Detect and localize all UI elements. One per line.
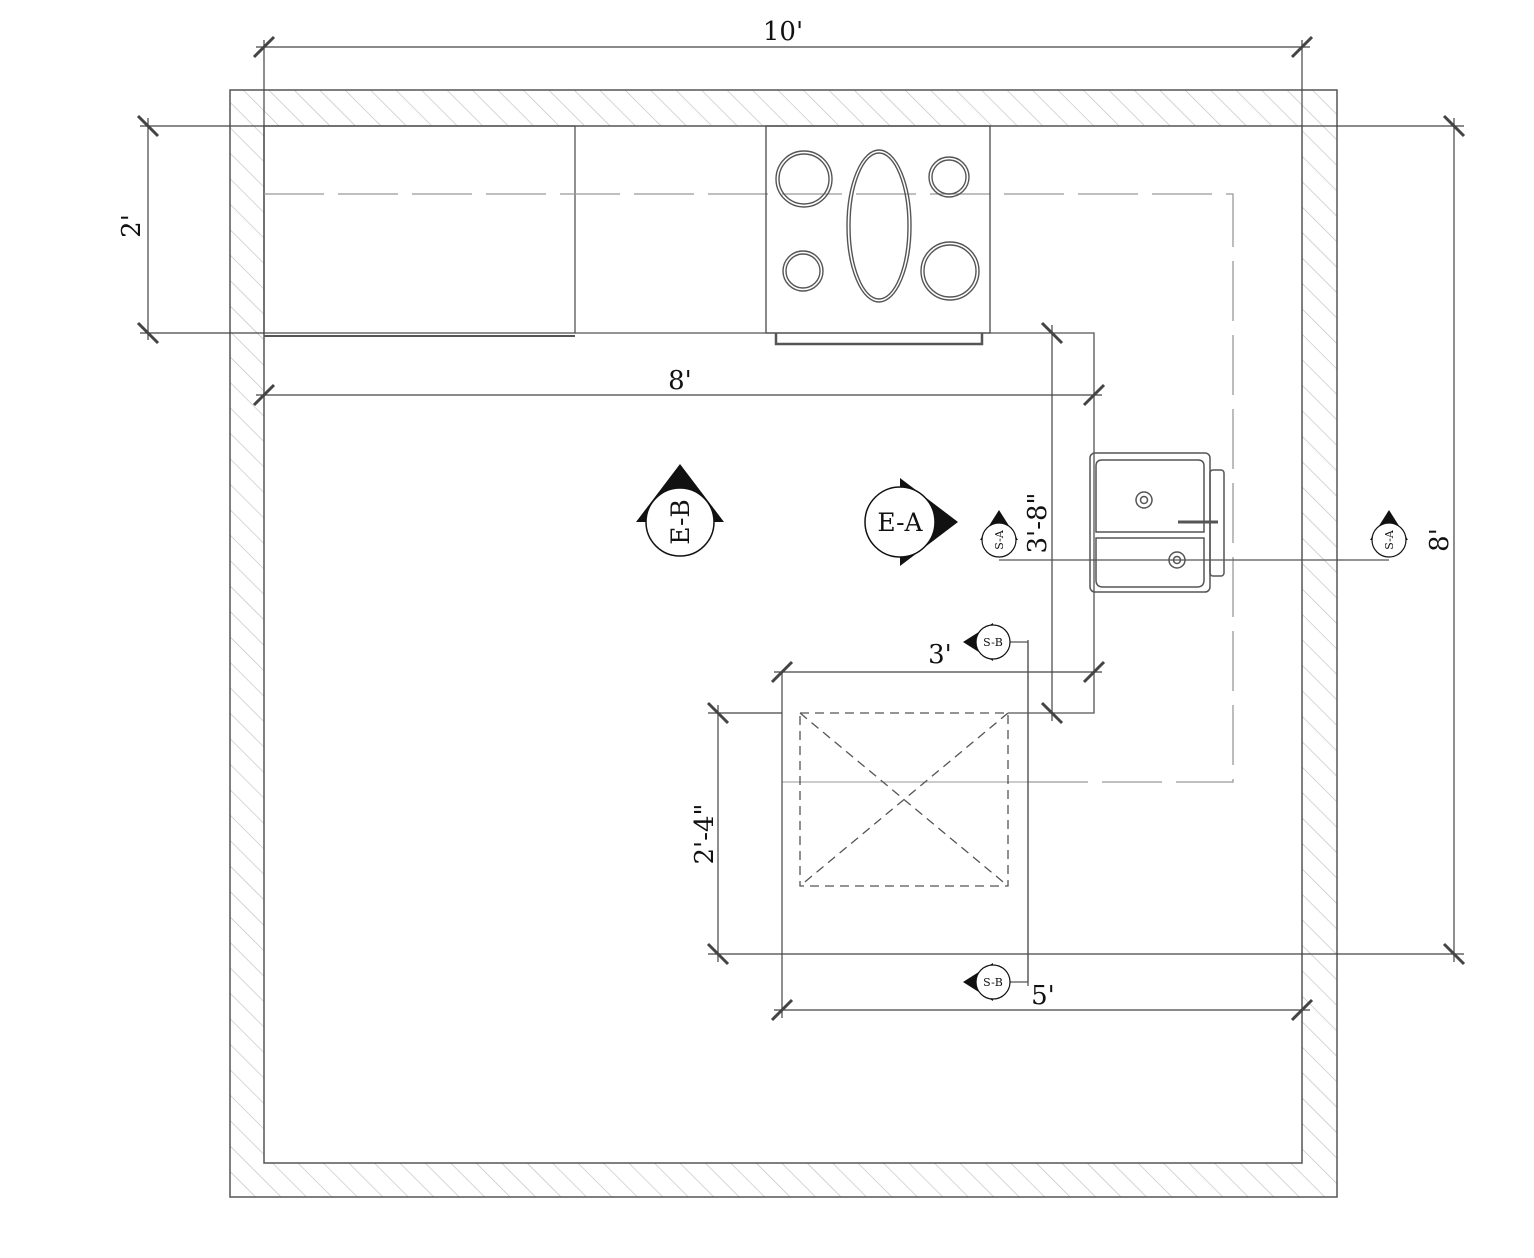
burner-icon [782, 250, 824, 292]
drain-icon [1135, 491, 1153, 509]
tick [1082, 660, 1106, 684]
tick [252, 383, 276, 407]
tag-circle [864, 486, 936, 558]
sink-basin-bottom [1095, 537, 1205, 588]
island-top-dashed [799, 712, 1009, 887]
tick [1442, 114, 1466, 138]
tick [706, 701, 730, 725]
tick [136, 321, 160, 345]
tick [1040, 321, 1064, 345]
wall-hatch [230, 90, 1337, 1197]
tick [706, 942, 730, 966]
section-tag-a-left: S-A [980, 510, 1018, 558]
stove-body [765, 125, 991, 334]
tag-circle [975, 624, 1011, 660]
burner-icon [775, 150, 833, 208]
tag-label-s-b: S-B [983, 636, 1003, 649]
tag-circle [981, 522, 1017, 558]
dim-label-counter-length: 8' [668, 366, 692, 396]
dim-label-right-height: 8' [1425, 528, 1455, 552]
section-tag-b-bottom: S-B [963, 963, 1011, 1001]
counter-cabinet [263, 125, 576, 334]
tick [1290, 35, 1314, 59]
stove [765, 125, 991, 346]
drain-icon [1139, 495, 1149, 505]
dim-label-island-depth: 2'-4" [690, 804, 720, 865]
dimension-lines [136, 35, 1466, 1022]
tick [770, 998, 794, 1022]
griddle-burner-icon [846, 149, 912, 303]
tick [1040, 701, 1064, 725]
dim-label-island-width: 3' [928, 640, 952, 670]
sink [1089, 452, 1225, 593]
tick [1442, 942, 1466, 966]
tag-circle [975, 964, 1011, 1000]
island-cross [799, 712, 1009, 887]
tag-label-s-a: S-A [993, 529, 1006, 550]
elevation-tag-a: E-A [864, 478, 958, 566]
burner-icon [920, 241, 980, 301]
tick [1290, 998, 1314, 1022]
upper-cabinet-dashed [264, 193, 1234, 783]
stove-handle [774, 333, 984, 346]
elevation-tag-b: E-B [636, 464, 724, 557]
section-tag-b-top: S-B [963, 623, 1011, 661]
tag-label-s-b: S-B [983, 976, 1003, 989]
section-tag-a-right: S-A [1370, 510, 1408, 558]
tag-circle [1371, 522, 1407, 558]
tick [136, 114, 160, 138]
dim-label-top-width: 10' [763, 17, 803, 47]
burner-icon [928, 156, 970, 198]
tick [252, 35, 276, 59]
dimension-labels: 10' 2' 8' 8' 3'-8" 3' 2'-4" 5' [117, 17, 1455, 1011]
tag-label-s-a: S-A [1383, 529, 1396, 550]
tick [770, 660, 794, 684]
tick [1082, 383, 1106, 407]
tag-label-e-b: E-B [666, 499, 695, 545]
sink-basin-top [1095, 459, 1205, 533]
tag-circle [645, 487, 715, 557]
wall-outer [229, 89, 1338, 1198]
tag-label-e-a: E-A [877, 508, 923, 537]
walls [229, 89, 1338, 1198]
dim-label-island-offset: 5' [1031, 981, 1055, 1011]
dim-label-counter-depth: 2' [117, 214, 147, 238]
section-line-b [1010, 641, 1029, 983]
dim-label-sink-run: 3'-8" [1023, 493, 1053, 554]
